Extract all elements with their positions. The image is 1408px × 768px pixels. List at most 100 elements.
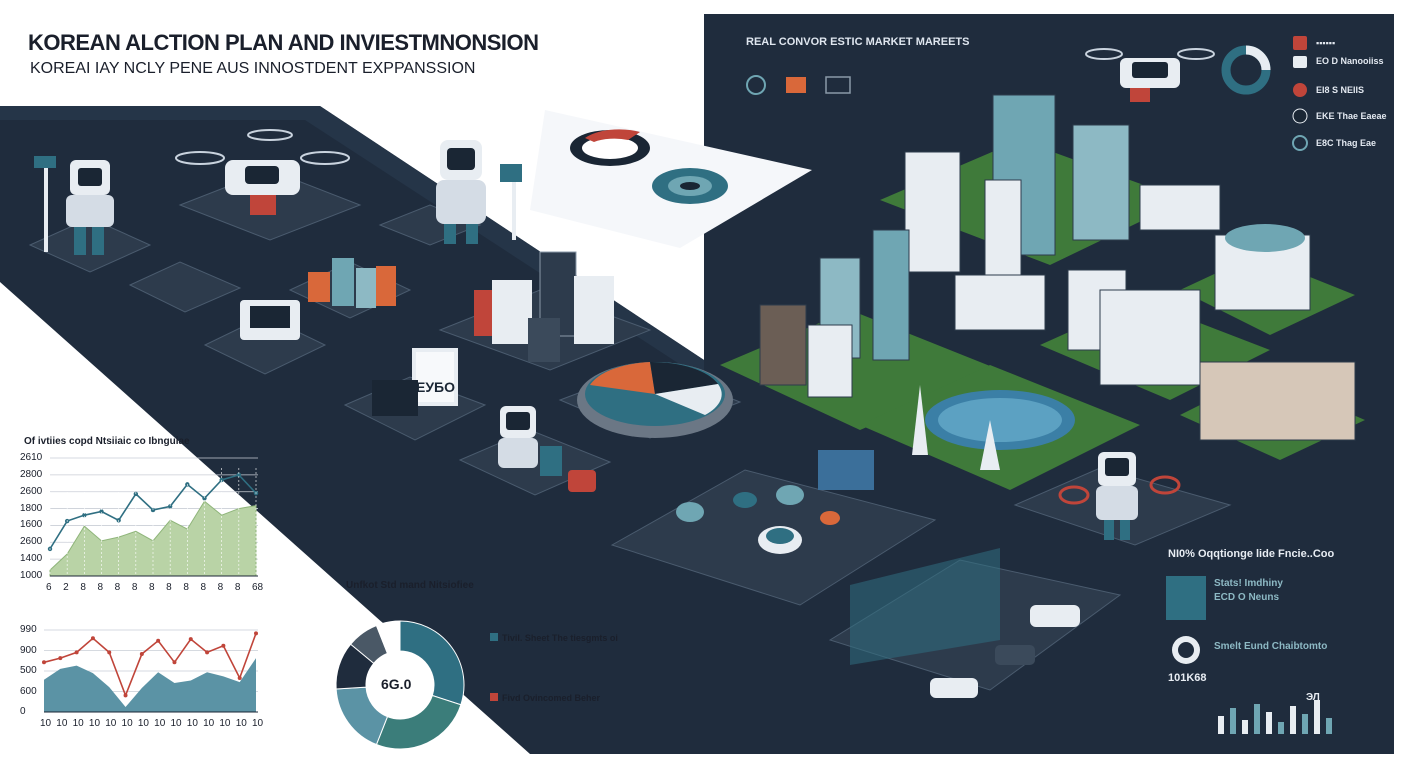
line-point — [167, 504, 173, 509]
stat-bar — [1230, 708, 1236, 734]
line-chart-xtick: 10 — [219, 718, 231, 729]
line-point — [150, 507, 156, 513]
red-line-point — [237, 676, 242, 681]
donut-legend-label-2: Fivd Ovincomed Beher — [502, 693, 601, 703]
donut-title: Unfkot Std mand Nitsiofiee — [346, 580, 474, 591]
stat-icons — [1166, 576, 1206, 664]
line-chart-xtick: 10 — [235, 718, 247, 729]
line-chart-ytick: 990 — [20, 624, 37, 635]
donut-chart — [335, 620, 465, 750]
area-chart-ytick: 2600 — [20, 536, 43, 548]
donut-legend-swatch-2 — [490, 693, 498, 701]
page-title: KOREAN ALCTION PLAN AND INVIESTMNONSION — [28, 30, 539, 55]
screen-sign-group — [372, 348, 458, 416]
cars — [930, 605, 1080, 698]
lower-platforms — [610, 450, 1232, 691]
red-line-point — [107, 650, 112, 655]
stat-box2-number: 101K68 — [1168, 672, 1207, 684]
line-chart-ytick: 500 — [20, 665, 37, 676]
line-chart-xtick: 10 — [203, 718, 215, 729]
small-donut — [1221, 45, 1271, 95]
stat-bar — [1314, 700, 1320, 734]
pie-platform — [577, 361, 733, 438]
red-line-point — [42, 660, 46, 665]
legend-item-2: EI8 S NEIIS — [1316, 85, 1365, 95]
area-chart-xtick: 8 — [217, 582, 224, 593]
stat-box2-line1: Smelt Eund Chaibtomto — [1214, 641, 1328, 652]
red-line-point — [188, 637, 193, 642]
red-line-point — [205, 650, 210, 655]
line-point — [82, 512, 87, 518]
line-chart-xtick: 10 — [72, 718, 84, 729]
area-chart-ytick: 2800 — [20, 468, 43, 480]
line-point — [219, 477, 224, 483]
line-chart-xtick: 10 — [40, 718, 52, 729]
line-chart-xtick: 10 — [121, 718, 133, 729]
stat-bar-group — [1218, 700, 1332, 734]
red-line-point — [90, 636, 95, 641]
area-chart-xtick: 8 — [166, 582, 172, 593]
line-chart-ytick: 600 — [20, 685, 37, 697]
stat-bar — [1326, 718, 1332, 734]
donut-legend-2: Fivd Ovincomed Beher — [490, 688, 600, 706]
line-chart — [42, 629, 258, 713]
paper-rings — [570, 129, 728, 204]
red-line-point — [254, 631, 258, 636]
area-chart-ytick: 1600 — [20, 519, 43, 531]
line-chart-xtick: 10 — [137, 718, 149, 729]
area-chart-xtick: 8 — [97, 582, 104, 593]
red-line-point — [221, 643, 226, 648]
area-chart-xtick: 68 — [252, 582, 264, 593]
legend-icons — [1292, 36, 1308, 151]
area-chart-ytick: 2600 — [20, 485, 43, 497]
stat-bar — [1266, 712, 1272, 734]
line-chart-xtick: 10 — [154, 718, 166, 729]
line-chart-xtick: 10 — [88, 718, 101, 729]
donut-slice — [375, 620, 401, 655]
robot-right — [1058, 452, 1181, 540]
area-chart-title: Of ivtiies copd Ntsiiaic co Ibnguiae — [24, 436, 190, 447]
area-chart-xtick: 8 — [234, 582, 241, 593]
stat-bar — [1302, 714, 1308, 734]
stat-box1-line1: Stats! Imdhiny — [1214, 578, 1283, 589]
line-chart-xtick: 10 — [252, 718, 264, 729]
area-chart-ytick: 1000 — [20, 570, 43, 581]
red-line-point — [172, 660, 177, 665]
red-line-point — [58, 656, 63, 661]
city-towers — [759, 94, 1356, 470]
legend-item-4: E8C Thag Eae — [1316, 138, 1377, 148]
legend-item-3: EKE Thae Eaeae — [1316, 111, 1387, 121]
market-panel-title: REAL CONVOR ESTIC MARKET MAREETS — [746, 36, 970, 48]
market-header-icons — [746, 75, 851, 95]
line-chart-xtick: 10 — [56, 718, 68, 729]
donut-legend-label-1: Tivil. Sheet The tiesgmts oi — [502, 633, 618, 643]
screen-sign: ЕУБО — [416, 379, 455, 395]
stat-headline: NI0% Oqqtionge lide Fncie..Coo — [1168, 548, 1335, 560]
area-chart-xtick: 6 — [46, 582, 52, 593]
teal-area-series — [44, 658, 256, 712]
line-point — [236, 472, 242, 478]
area-chart-ytick: 2610 — [20, 452, 43, 463]
stat-bar — [1290, 706, 1296, 734]
area-chart-xtick: 8 — [131, 582, 138, 593]
line-chart-xtick: 10 — [170, 718, 182, 729]
drone-left — [175, 129, 350, 215]
red-line-point — [139, 652, 144, 657]
red-line-point — [123, 693, 128, 698]
line-point — [202, 496, 207, 501]
area-chart-xtick: 8 — [200, 582, 207, 593]
donut-hole — [367, 652, 433, 718]
drone-right — [1085, 48, 1215, 102]
area-chart-xtick: 8 — [149, 582, 155, 593]
legend-item-1: EO D Nanooiiss — [1316, 56, 1384, 66]
robot-left — [34, 156, 114, 255]
page-subtitle: KOREAI IAY NCLY PENE AUS INNOSTDENT EXPP… — [30, 60, 476, 77]
donut-center-label: 6G.0 — [381, 676, 412, 692]
stat-box1-line2: ECD O Neuns — [1214, 592, 1280, 603]
donut-legend-swatch-1 — [490, 633, 498, 641]
legend-item-top: ▪▪▪▪▪▪ — [1316, 38, 1336, 48]
stat-bar — [1278, 722, 1284, 734]
area-chart-xtick: 8 — [183, 582, 189, 593]
robot-middle — [436, 140, 522, 244]
